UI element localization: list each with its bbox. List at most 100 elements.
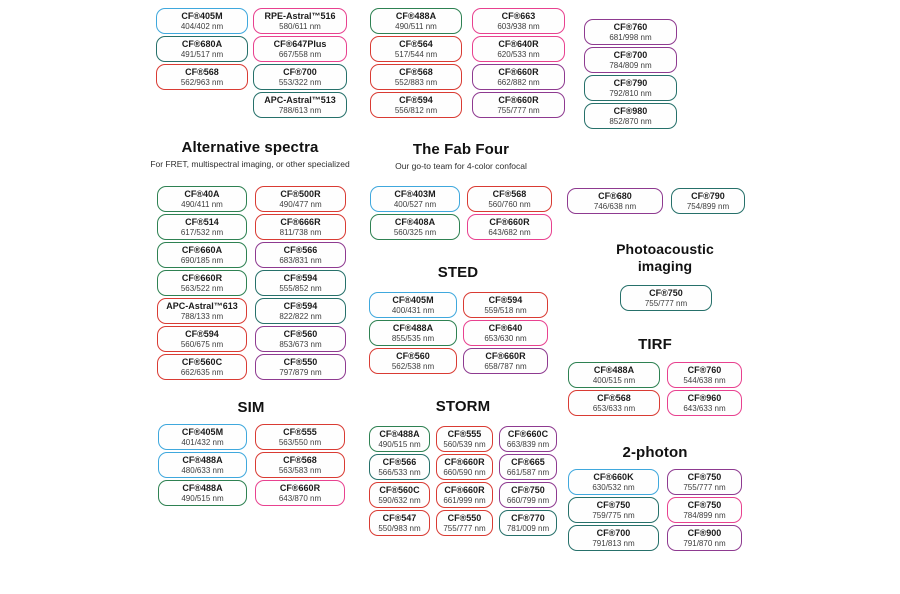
dye-excitation-emission: 663/839 nm (506, 439, 550, 449)
dye-name: RPE-Astral™516 (264, 10, 336, 21)
dye-name: CF®594 (488, 294, 523, 305)
dye-name: CF®660R (181, 272, 223, 283)
dye-excitation-emission: 784/899 nm (683, 510, 726, 520)
dye-name: CF®560C (379, 484, 420, 495)
dye-excitation-emission: 852/870 nm (609, 116, 652, 126)
dye-name: APC-Astral™513 (264, 94, 336, 105)
dye-name: CF®663 (501, 10, 536, 21)
dye-name: CF®700 (596, 527, 631, 538)
dye-excitation-emission: 552/883 nm (394, 77, 438, 87)
dye-name: CF®566 (283, 244, 318, 255)
dye-excitation-emission: 797/879 nm (279, 367, 322, 377)
dye-name: CF®750 (511, 484, 545, 495)
dye-excitation-emission: 784/809 nm (609, 60, 652, 70)
dye-excitation-emission: 660/590 nm (443, 467, 486, 477)
dye-excitation-emission: 560/539 nm (443, 439, 486, 449)
dye-name: CF®660R (498, 94, 539, 105)
dye-name: CF®640 (488, 322, 523, 333)
dye-excitation-emission: 754/899 nm (686, 201, 730, 211)
dye-excitation-emission: 755/777 nm (497, 105, 540, 115)
dye-excitation-emission: 490/477 nm (279, 199, 322, 209)
section-title-photoacoustic: Photoacoustic imaging (616, 241, 714, 274)
dye-name: CF®660R (444, 456, 485, 467)
section-subtitle-fab_four: Our go-to team for 4-color confocal (395, 161, 527, 171)
dye-name: CF®760 (687, 364, 722, 375)
dye-excitation-emission: 662/882 nm (497, 77, 540, 87)
dye-excitation-emission: 553/322 nm (278, 77, 322, 87)
dye-excitation-emission: 788/133 nm (180, 311, 224, 321)
dye-name: CF®790 (613, 77, 648, 88)
dye-name: CF®660R (489, 216, 530, 227)
dye-name: CF®560 (396, 350, 430, 361)
dye-name: CF®564 (399, 38, 433, 49)
dye-name: CF®700 (613, 49, 648, 60)
dye-name: CF®488A (392, 322, 434, 333)
dye-excitation-emission: 661/999 nm (443, 495, 486, 505)
dye-excitation-emission: 401/432 nm (181, 437, 224, 447)
dye-name: CF®750 (596, 499, 631, 510)
dye-name: CF®666R (280, 216, 321, 227)
section-title-alternative_spectra: Alternative spectra (181, 139, 319, 156)
dye-excitation-emission: 681/998 nm (609, 32, 652, 42)
dye-excitation-emission: 620/533 nm (497, 49, 540, 59)
section-title-tirf: TIRF (638, 336, 672, 353)
dye-excitation-emission: 404/402 nm (180, 21, 224, 31)
dye-excitation-emission: 781/009 nm (506, 523, 550, 533)
dye-name: CF®594 (283, 300, 318, 311)
section-title-two_photon: 2-photon (622, 444, 688, 461)
dye-excitation-emission: 855/535 nm (391, 333, 435, 343)
dye-excitation-emission: 755/777 nm (443, 523, 486, 533)
dye-name: CF®555 (447, 428, 482, 439)
dye-name: CF®568 (399, 66, 433, 77)
dye-excitation-emission: 653/630 nm (484, 333, 527, 343)
dye-excitation-emission: 400/515 nm (592, 375, 636, 385)
dye-name: CF®550 (447, 512, 482, 523)
dye-name: CF®405M (181, 426, 224, 437)
dye-name: CF®547 (382, 512, 417, 523)
dye-name: CF®405M (392, 294, 434, 305)
dye-name: CF®40A (184, 188, 220, 199)
dye-name: CF®408A (394, 216, 436, 227)
dye-name: CF®680 (598, 190, 632, 201)
dye-name: CF®750 (687, 499, 722, 510)
dye-name: CF®488A (395, 10, 437, 21)
dye-excitation-emission: 580/611 nm (279, 21, 321, 31)
dye-excitation-emission: 658/787 nm (484, 361, 527, 371)
section-title-sted: STED (437, 264, 479, 281)
dye-excitation-emission: 544/638 nm (683, 375, 726, 385)
dye-excitation-emission: 662/635 nm (180, 367, 224, 377)
dye-name: CF®488A (593, 364, 635, 375)
dye-name: CF®665 (511, 456, 545, 467)
